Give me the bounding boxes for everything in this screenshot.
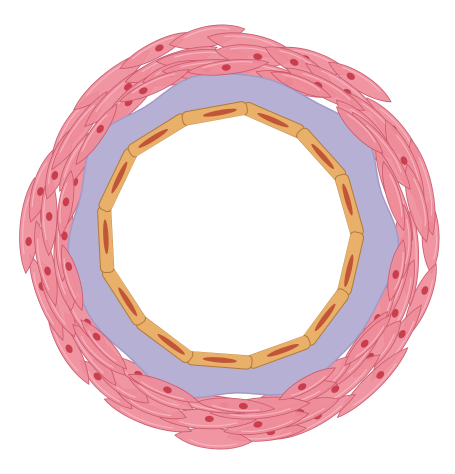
- artery-cross-section-illustration: [0, 0, 455, 474]
- illustration-canvas: [0, 0, 455, 474]
